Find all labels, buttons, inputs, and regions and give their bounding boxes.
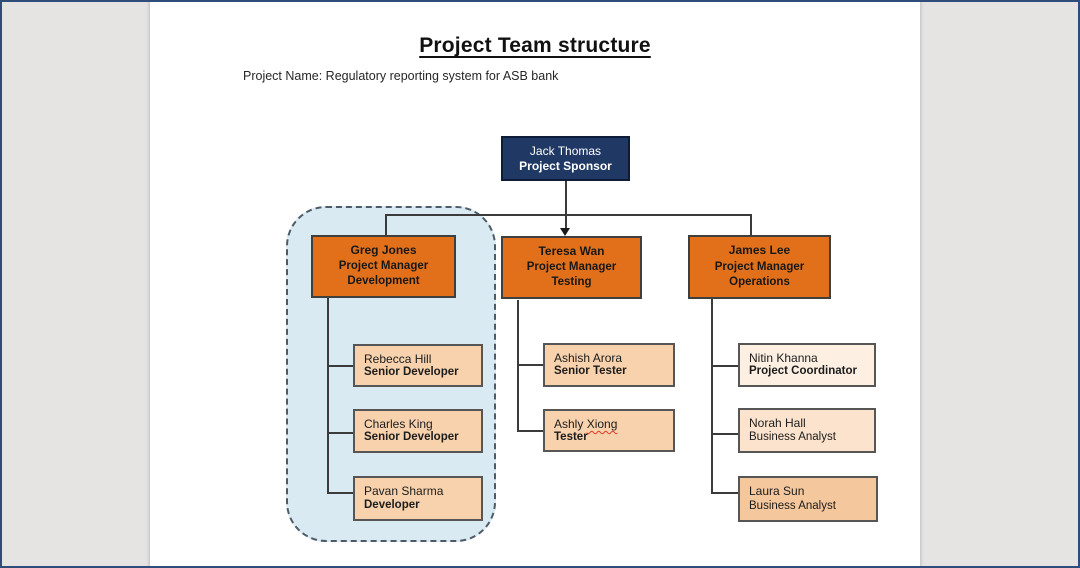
- node-name: Ashly Xiong: [554, 417, 618, 431]
- node-role: Project Coordinator: [749, 365, 857, 378]
- node-role: Project Sponsor: [519, 158, 612, 173]
- arrow-down-icon: [560, 228, 570, 236]
- connector-line: [517, 430, 544, 432]
- org-node-project-sponsor[interactable]: Jack Thomas Project Sponsor: [501, 136, 630, 181]
- node-role: Business Analyst: [749, 500, 836, 513]
- org-node-pm-development[interactable]: Greg Jones Project Manager Development: [311, 235, 456, 298]
- node-role: Project Manager Operations: [714, 261, 805, 289]
- org-node-developer[interactable]: Pavan Sharma Developer: [353, 476, 483, 521]
- connector-line: [565, 181, 567, 229]
- connector-line: [327, 298, 329, 493]
- node-role: Project Manager Testing: [526, 261, 617, 289]
- node-name: Ashish Arora: [554, 351, 623, 365]
- node-role: Tester: [554, 431, 588, 444]
- org-node-senior-developer-2[interactable]: Charles King Senior Developer: [353, 409, 483, 453]
- node-role: Developer: [364, 499, 420, 512]
- node-name: Teresa Wan: [538, 244, 605, 258]
- spellcheck-flagged-word: Xiong: [586, 417, 618, 431]
- node-name: James Lee: [728, 243, 791, 257]
- node-name: Greg Jones: [350, 243, 417, 257]
- node-name: Laura Sun: [749, 484, 805, 498]
- connector-line: [517, 364, 544, 366]
- connector-line: [327, 432, 353, 434]
- node-name: Nitin Khanna: [749, 351, 818, 365]
- org-node-senior-developer-1[interactable]: Rebecca Hill Senior Developer: [353, 344, 483, 387]
- connector-line: [711, 433, 739, 435]
- connector-line: [711, 299, 713, 493]
- node-name: Pavan Sharma: [364, 484, 444, 498]
- connector-line: [711, 492, 739, 494]
- node-name: Norah Hall: [749, 416, 806, 430]
- connector-line: [711, 365, 739, 367]
- org-node-project-coordinator[interactable]: Nitin Khanna Project Coordinator: [738, 343, 876, 387]
- node-role: Project Manager Development: [338, 260, 429, 288]
- node-role: Senior Developer: [364, 366, 459, 379]
- org-node-business-analyst-1[interactable]: Norah Hall Business Analyst: [738, 408, 876, 453]
- org-node-tester[interactable]: Ashly Xiong Tester: [543, 409, 675, 452]
- node-name: Charles King: [364, 417, 433, 431]
- node-role: Senior Developer: [364, 431, 459, 444]
- org-node-pm-operations[interactable]: James Lee Project Manager Operations: [688, 235, 831, 299]
- project-name-line: Project Name: Regulatory reporting syste…: [243, 69, 559, 83]
- node-role: Senior Tester: [554, 365, 627, 378]
- node-role: Business Analyst: [749, 431, 836, 444]
- node-name: Jack Thomas: [529, 144, 602, 158]
- org-node-senior-tester[interactable]: Ashish Arora Senior Tester: [543, 343, 675, 387]
- org-node-business-analyst-2[interactable]: Laura Sun Business Analyst: [738, 476, 878, 522]
- node-name: Rebecca Hill: [364, 352, 432, 366]
- connector-line: [385, 214, 751, 216]
- connector-line: [327, 365, 353, 367]
- connector-line: [750, 214, 752, 236]
- org-node-pm-testing[interactable]: Teresa Wan Project Manager Testing: [501, 236, 642, 299]
- connector-line: [327, 492, 353, 494]
- document-title: Project Team structure: [419, 34, 651, 57]
- connector-line: [385, 214, 387, 236]
